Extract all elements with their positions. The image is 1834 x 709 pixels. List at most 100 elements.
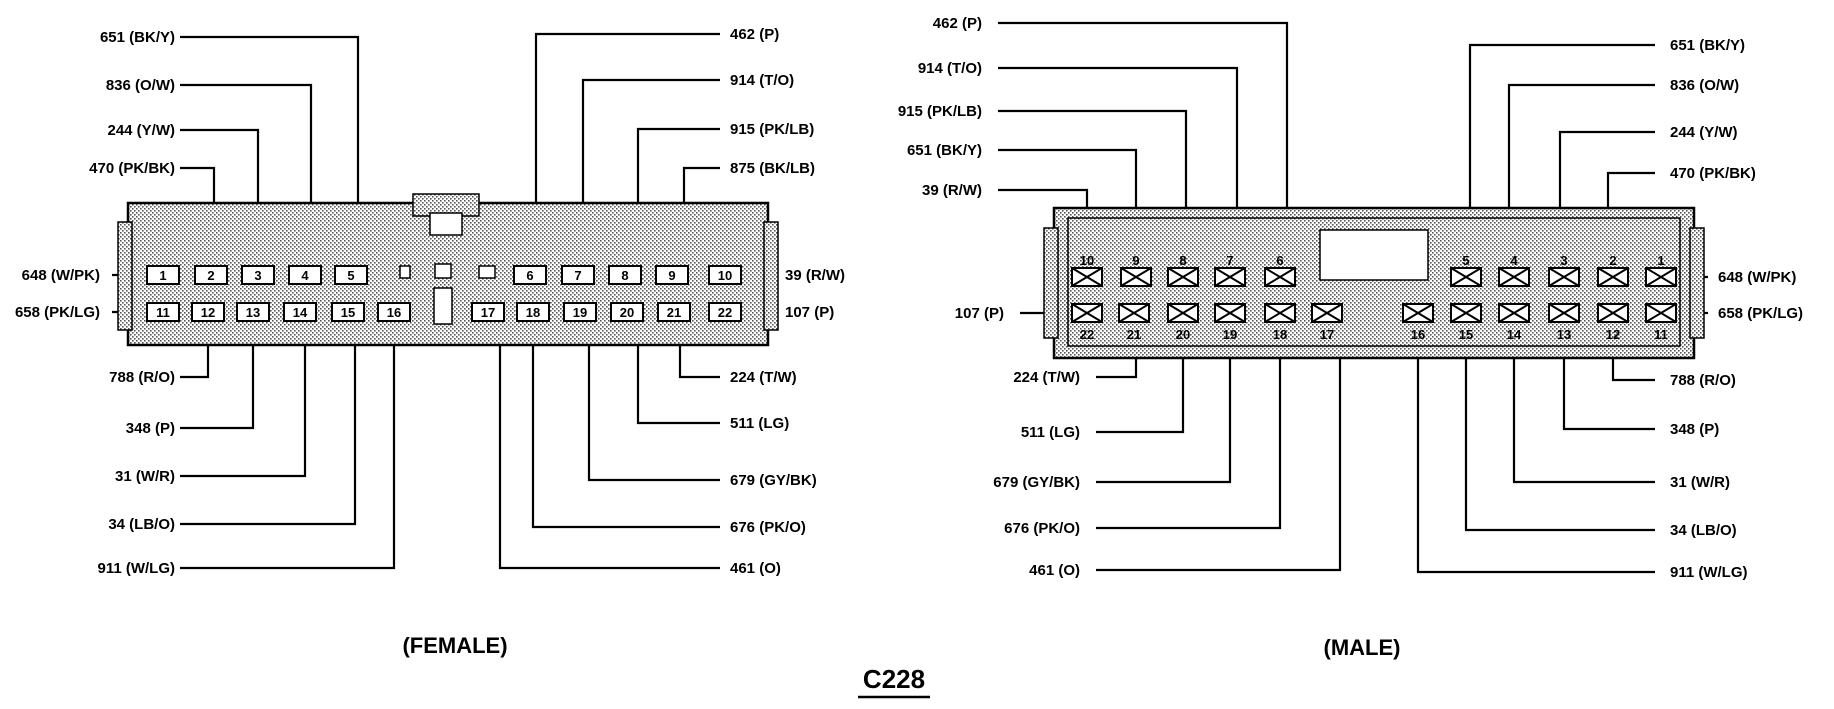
- female-wire: [531, 321, 720, 529]
- male-wire-label: 224 (T/W): [1013, 369, 1080, 386]
- male-wire-label: 462 (P): [933, 15, 982, 32]
- female-pin-number: 16: [387, 305, 401, 320]
- male-wire-label: 915 (PK/LB): [898, 103, 982, 120]
- male-pin-number: 6: [1276, 253, 1283, 268]
- male-key-recess: [1319, 229, 1429, 281]
- female-wire-label: 462 (P): [730, 26, 779, 43]
- female-pin-cavity: [610, 302, 644, 322]
- female-right-latch: [763, 221, 779, 331]
- male-caption: (MALE): [1324, 635, 1401, 660]
- female-pin-number: 18: [526, 305, 540, 320]
- female-pin-cavity: [194, 265, 228, 285]
- male-wire-label: 461 (O): [1029, 562, 1080, 579]
- female-pin-number: 10: [718, 268, 732, 283]
- male-wire: [1512, 322, 1655, 484]
- male-wire-label: 911 (W/LG): [1670, 564, 1748, 581]
- male-pin-number: 16: [1411, 327, 1425, 342]
- male-pin-number: 5: [1462, 253, 1469, 268]
- male-pin-cross: [1498, 303, 1530, 323]
- female-pin-number: 4: [301, 268, 309, 283]
- male-wire-label: 34 (LB/O): [1670, 522, 1737, 539]
- female-wire: [587, 321, 720, 482]
- male-pin-cross: [1450, 303, 1482, 323]
- male-pin-number: 19: [1223, 327, 1237, 342]
- male-wire: [1416, 322, 1655, 574]
- female-wire-label: 676 (PK/O): [730, 519, 806, 536]
- female-pin-number: 3: [254, 268, 261, 283]
- male-pin-number: 1: [1657, 253, 1664, 268]
- female-pin-cavity: [516, 302, 550, 322]
- male-pin-number: 21: [1127, 327, 1141, 342]
- female-pin-number: 7: [574, 268, 581, 283]
- label-layer: 648 (W/PK)470 (PK/BK)244 (Y/W)836 (O/W)6…: [15, 15, 1803, 581]
- female-pin-cavity: [513, 265, 547, 285]
- male-pin-number: 17: [1320, 327, 1334, 342]
- female-pin-number: 1: [159, 268, 166, 283]
- male-pin-cross: [1167, 267, 1199, 287]
- male-wire: [1096, 322, 1282, 530]
- male-wire-label: 107 (P): [955, 305, 1004, 322]
- female-caption: (FEMALE): [402, 633, 507, 658]
- female-pin-cavity: [288, 265, 322, 285]
- female-pin-cavity: [563, 302, 597, 322]
- male-inner-frame: [1067, 217, 1681, 347]
- female-wire-label: 914 (T/O): [730, 72, 794, 89]
- female-wire: [180, 321, 255, 430]
- male-wire-label: 651 (BK/Y): [1670, 37, 1745, 54]
- male-pin-cross: [1214, 303, 1246, 323]
- female-pin-number: 5: [347, 268, 354, 283]
- male-wire-label: 914 (T/O): [918, 60, 982, 77]
- female-wire-label: 648 (W/PK): [22, 267, 100, 284]
- male-left-latch: [1043, 227, 1059, 339]
- female-wire-label: 788 (R/O): [109, 369, 175, 386]
- female-pin-number: 21: [667, 305, 681, 320]
- female-pin-cavity: [657, 302, 691, 322]
- female-wire: [180, 321, 357, 526]
- male-pin-cross: [1548, 267, 1580, 287]
- male-wire-label: 348 (P): [1670, 421, 1719, 438]
- male-pin-number: 7: [1226, 253, 1233, 268]
- female-wire-label: 679 (GY/BK): [730, 472, 817, 489]
- female-wire-label: 836 (O/W): [106, 77, 175, 94]
- female-pin-cavity: [236, 302, 270, 322]
- female-pin-cavity: [334, 265, 368, 285]
- female-pin-number: 13: [246, 305, 260, 320]
- male-pin-cross: [1402, 303, 1434, 323]
- female-wire-label: 915 (PK/LB): [730, 121, 814, 138]
- female-pin-number: 15: [341, 305, 355, 320]
- male-wire: [1468, 43, 1655, 268]
- female-wire: [180, 321, 396, 570]
- male-wire-label: 511 (LG): [1021, 424, 1080, 441]
- male-wire-label: 244 (Y/W): [1670, 124, 1738, 141]
- female-blank-cavity-b: [478, 265, 496, 279]
- female-pin-cavity: [608, 265, 642, 285]
- female-pin-cavity: [191, 302, 225, 322]
- male-pin-cross: [1071, 267, 1103, 287]
- female-wire-label: 651 (BK/Y): [100, 29, 175, 46]
- male-pin-number: 14: [1507, 327, 1522, 342]
- male-pin-cross: [1214, 267, 1246, 287]
- male-wire-label: 39 (R/W): [922, 182, 982, 199]
- male-wire: [1464, 322, 1655, 532]
- male-pin-number: 22: [1080, 327, 1094, 342]
- female-pin-number: 2: [207, 268, 214, 283]
- male-pin-cross: [1450, 267, 1482, 287]
- female-pin-cavity: [708, 302, 742, 322]
- female-center-slot: [434, 263, 452, 279]
- female-pin-number: 6: [526, 268, 533, 283]
- male-pin-number: 11: [1654, 327, 1668, 342]
- male-pin-number: 10: [1080, 253, 1094, 268]
- female-pin-number: 20: [620, 305, 634, 320]
- female-pin-number: 8: [621, 268, 628, 283]
- female-pin-cavity: [377, 302, 411, 322]
- male-pin-cross: [1071, 303, 1103, 323]
- female-wire: [180, 35, 360, 266]
- female-wire: [180, 321, 307, 478]
- female-pin-cavity: [655, 265, 689, 285]
- male-pin-cross: [1264, 303, 1296, 323]
- male-pin-number: 2: [1609, 253, 1616, 268]
- female-wire-label: 875 (BK/LB): [730, 160, 815, 177]
- male-pin-number: 15: [1459, 327, 1473, 342]
- female-wire-label: 348 (P): [126, 420, 175, 437]
